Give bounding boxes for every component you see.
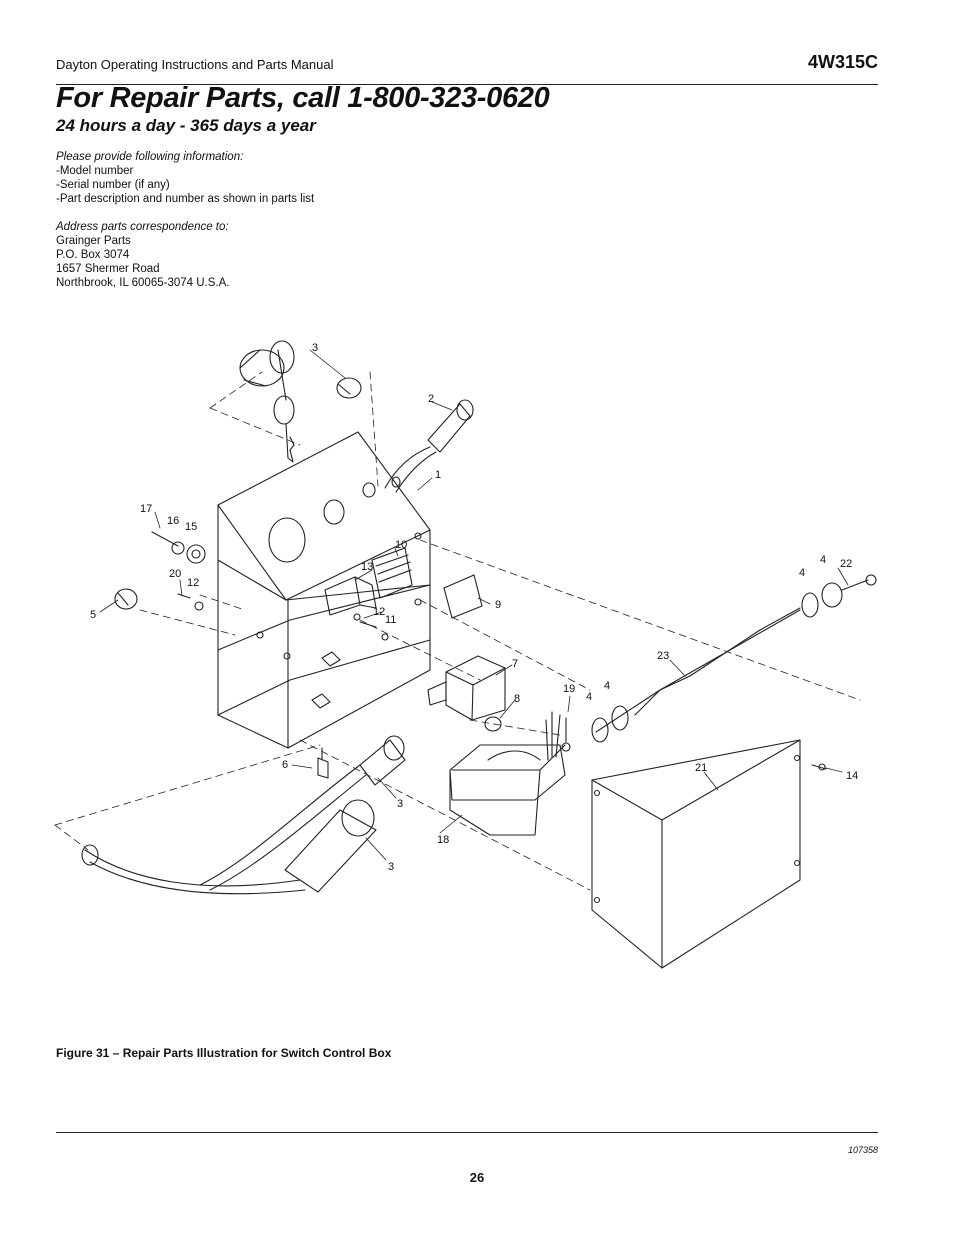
address-line: Northbrook, IL 60065-3074 U.S.A. [56,277,230,289]
callout-label: 3 [388,861,394,873]
callout-label: 12 [187,577,199,589]
callout-label: 20 [169,568,181,580]
page-subtitle: 24 hours a day - 365 days a year [56,116,316,135]
callout-label: 7 [512,658,518,670]
page-number: 26 [469,1170,485,1185]
callout-label: 23 [657,650,669,662]
document-number: 107358 [847,1145,878,1155]
callout-label: 8 [514,693,520,705]
address-line: P.O. Box 3074 [56,249,130,261]
page-title: For Repair Parts, call 1-800-323-0620 [56,82,550,114]
callout-label: 19 [563,683,575,695]
callout-label: 21 [695,762,707,774]
callout-label: 6 [282,759,288,771]
provide-heading: Please provide following information: [56,151,244,163]
model-number: 4W315C [807,52,878,72]
callout-label: 12 [373,606,385,618]
callout-label: 18 [437,834,449,846]
callout-label: 9 [495,599,501,611]
address-line: Grainger Parts [56,235,131,247]
callout-label: 2 [428,393,434,405]
address-heading: Address parts correspondence to: [56,221,229,233]
top-divider [56,84,878,85]
callout-label: 11 [385,614,396,626]
callout-label: 17 [140,503,152,515]
bottom-divider [56,1132,878,1133]
address-line: 1657 Shermer Road [56,263,160,275]
parts-illustration: 3 2 1 17 16 15 10 13 20 12 5 12 11 9 4 4… [54,340,877,969]
callout-label: 3 [397,798,403,810]
callout-label: 16 [167,515,179,527]
callout-label: 3 [312,342,318,354]
callout-label: 5 [90,609,96,621]
callout-label: 22 [840,558,852,570]
manual-title: Dayton Operating Instructions and Parts … [56,57,334,72]
callout-label: 4 [604,680,610,692]
provide-item: -Part description and number as shown in… [56,193,315,205]
callout-label: 1 [435,469,441,481]
callout-label: 4 [799,567,805,579]
callout-label: 4 [586,691,592,703]
callout-label: 10 [395,539,407,551]
callout-label: 15 [185,521,197,533]
provide-item: -Model number [56,165,134,177]
callout-label: 14 [846,770,858,782]
callout-label: 4 [820,554,826,566]
parts-info-block: Please provide following information: -M… [56,150,314,290]
figure-caption: Figure 31 – Repair Parts Illustration fo… [56,1046,392,1060]
callout-label: 13 [361,561,373,573]
provide-item: -Serial number (if any) [56,179,170,191]
